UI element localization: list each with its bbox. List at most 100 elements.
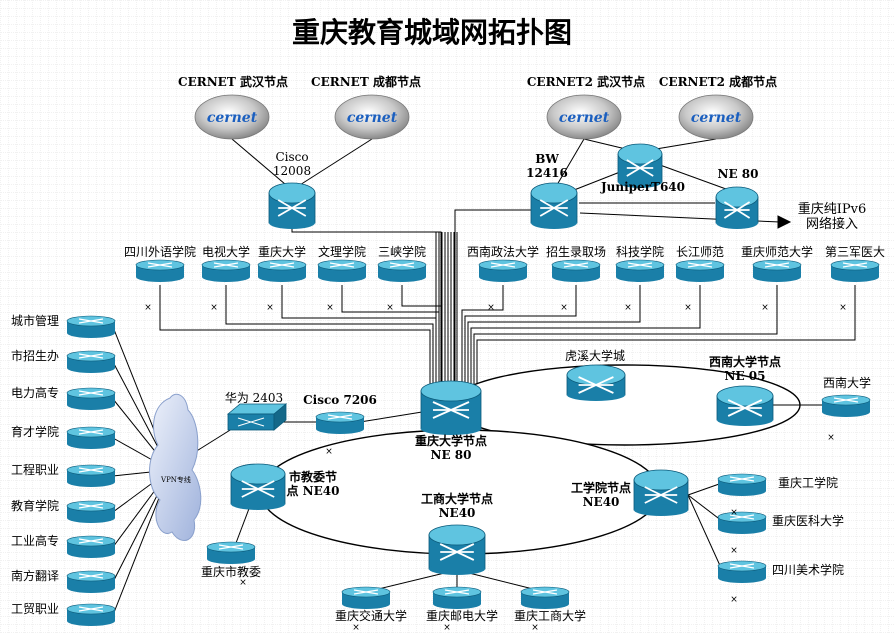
link-school-core: [461, 285, 504, 388]
link-marker: ×: [624, 303, 632, 313]
link-marker: ×: [531, 623, 539, 633]
bottom-leaf-label: 重庆交通大学: [335, 608, 407, 623]
link-school-core: [470, 285, 701, 388]
cernet-node-label: CERNET 成都节点: [311, 74, 421, 89]
cloud-label: VPN专线: [160, 475, 191, 484]
link-edu-comm-leaf: [235, 505, 251, 544]
link-cernet-chengdu: [291, 138, 373, 191]
school-label: 第三军医大: [825, 245, 885, 259]
link-school-core: [225, 285, 434, 388]
left-node-label: 工业高专: [11, 533, 59, 548]
ne80-top-label: NE 80: [718, 167, 759, 181]
school-label: 文理学院: [318, 244, 366, 259]
link-marker: ×: [730, 508, 738, 518]
cqit-node-router-icon: [633, 469, 689, 516]
school-router-icon: [135, 259, 185, 282]
left-router-icon: [66, 350, 116, 373]
left-router-icon: [66, 464, 116, 487]
cernet-cloud-icon: cernet: [334, 94, 410, 140]
link-marker: ×: [210, 303, 218, 313]
huawei-switch-icon: [226, 403, 288, 431]
bottom-leaf-router-icon: [520, 586, 570, 609]
link-marker: ×: [144, 303, 152, 313]
right-leaf-router-icon: [717, 560, 767, 583]
school-router-icon: [551, 259, 601, 282]
link-marker: ×: [839, 303, 847, 313]
edu-comm-leaf-router-icon: [206, 541, 256, 564]
links: [112, 138, 856, 616]
huawei-label: 华为 2403: [225, 391, 283, 405]
swu-label: 西南大学: [823, 375, 871, 390]
huxi-label: 虎溪大学城: [565, 348, 625, 363]
svg-text:cernet: cernet: [559, 110, 610, 126]
link-cisco7206-core: [359, 411, 423, 423]
link-school-core: [159, 285, 431, 388]
school-router-icon: [830, 259, 880, 282]
edu-comm-label: 市教委节点 NE40: [287, 469, 340, 498]
link-marker: ×: [560, 303, 568, 313]
link-cernet2-chengdu: [649, 138, 717, 151]
edu-comm-router-icon: [230, 463, 286, 510]
bottom-leaf-label: 重庆邮电大学: [426, 608, 498, 623]
school-router-icon: [317, 259, 367, 282]
link-cqit-leaf: [687, 482, 723, 496]
link-marker: ×: [443, 623, 451, 633]
link-marker: ×: [487, 303, 495, 313]
left-router-icon: [66, 426, 116, 449]
left-node-label: 育才学院: [11, 424, 59, 439]
school-label: 四川外语学院: [124, 244, 196, 259]
left-node-label: 工贸职业: [11, 602, 59, 616]
link-marker: ×: [266, 303, 274, 313]
bottom-leaf-router-icon: [341, 586, 391, 609]
bottom-leaf-label: 重庆工商大学: [514, 608, 586, 623]
school-label: 西南政法大学: [467, 244, 539, 259]
right-leaf-router-icon: [717, 511, 767, 534]
link-juniper-bw: [568, 171, 621, 193]
right-leaf-label: 四川美术学院: [772, 562, 844, 577]
link-cernet-wuhan: [231, 138, 293, 191]
school-label: 科技学院: [616, 244, 664, 259]
svg-text:cernet: cernet: [347, 110, 398, 126]
cisco-12008-router-icon: [268, 182, 316, 229]
school-router-icon: [752, 259, 802, 282]
bottom-leaf-router-icon: [432, 586, 482, 609]
link-school-core: [473, 285, 778, 388]
left-router-icon: [66, 500, 116, 523]
nodes: cernet cernet cernet cernet: [66, 94, 880, 626]
link-marker: ×: [730, 546, 738, 556]
right-leaf-label: 重庆工学院: [778, 475, 838, 490]
svg-text:cernet: cernet: [207, 110, 258, 126]
huxi-router-icon: [566, 364, 626, 401]
link-cqit-leaf: [687, 494, 723, 522]
link-juniper-ne80: [659, 164, 738, 194]
cernet-cloud-icon: cernet: [678, 94, 754, 140]
left-router-icon: [66, 570, 116, 593]
diagram-title: 重庆教育城域网拓扑图: [292, 16, 572, 49]
cernet-node-label: CERNET2 成都节点: [659, 74, 777, 89]
link-school-core: [464, 285, 577, 388]
link-school-core: [476, 285, 856, 388]
link-cernet2-wuhan: [553, 138, 585, 191]
juniper-label: JuniperT640: [600, 180, 685, 194]
juniper-t640-router-icon: [617, 143, 663, 188]
svg-text:cernet: cernet: [691, 110, 742, 126]
left-router-icon: [66, 315, 116, 338]
school-label: 三峡学院: [378, 244, 426, 259]
left-router-icon: [66, 603, 116, 626]
ne80-top-router-icon: [715, 186, 759, 229]
link-marker: ×: [326, 303, 334, 313]
school-label: 招生录取场: [546, 245, 606, 259]
link-marker: ×: [730, 595, 738, 605]
left-node-label: 市招生办: [11, 348, 59, 363]
link-marker: ×: [325, 447, 333, 457]
cernet-cloud-icon: cernet: [546, 94, 622, 140]
link-marker: ×: [827, 433, 835, 443]
left-node-label: 教育学院: [11, 498, 59, 513]
school-label: 重庆师范大学: [741, 244, 813, 259]
